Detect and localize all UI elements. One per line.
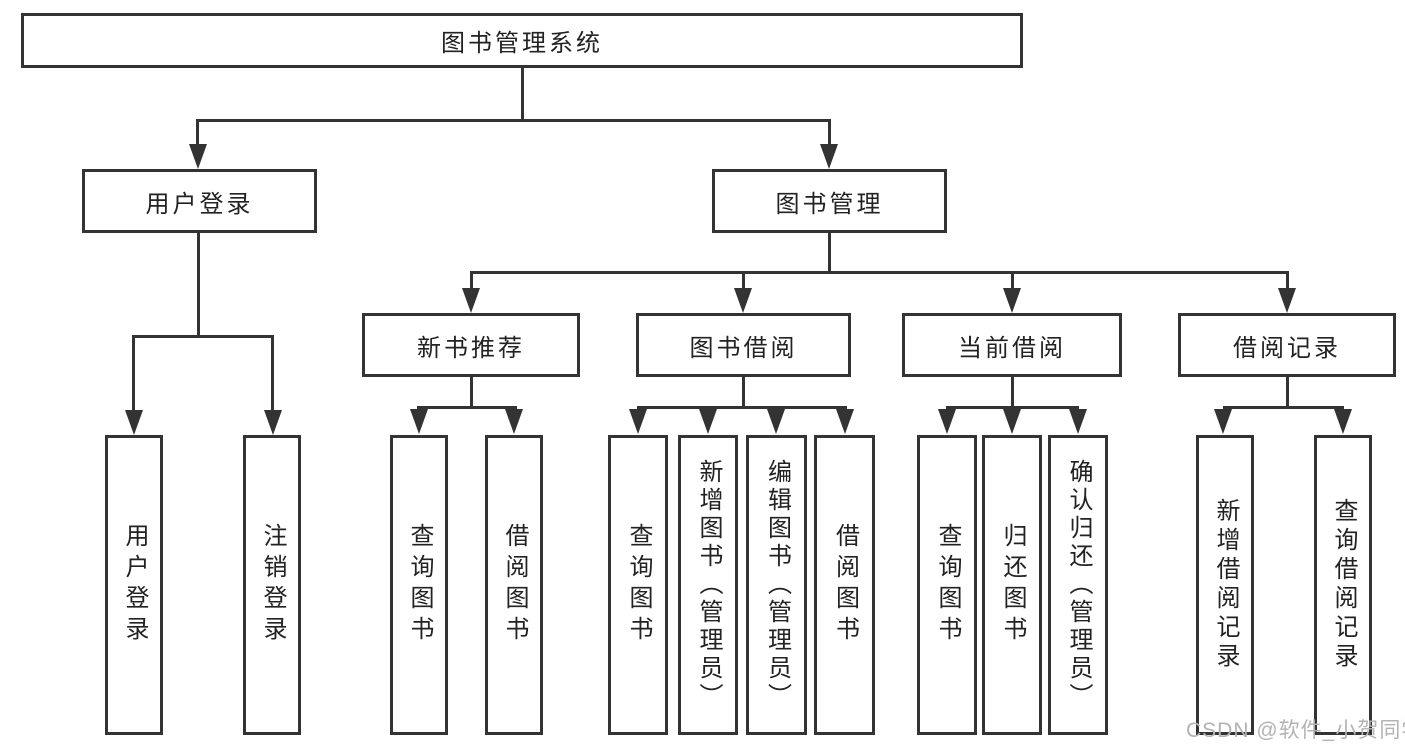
leaf-borrow-add-admin: 新增图书（管理员）	[678, 435, 738, 735]
edge-root-stem	[521, 68, 524, 120]
leaf-records-query: 查询借阅记录	[1314, 435, 1372, 735]
arrowhead-current-confirm	[1069, 409, 1087, 434]
arrowhead-book-mgmt	[820, 144, 838, 169]
node-book-borrow: 图书借阅	[636, 313, 851, 377]
edge-records-splitter	[1223, 406, 1344, 409]
leaf-borrow-add-admin-label: 新增图书（管理员）	[695, 459, 722, 711]
leaf-logout-label: 注销登录	[259, 523, 286, 647]
arrowhead-borrow-records	[1278, 288, 1296, 313]
edge-to-leaf-user-login	[132, 335, 135, 410]
leaf-current-confirm-admin: 确认归还（管理员）	[1048, 435, 1108, 735]
edge-new-books-stem	[470, 377, 473, 409]
arrowhead-leaf-logout	[264, 410, 282, 435]
arrowhead-current-return	[1003, 409, 1021, 434]
edge-root-to-book-mgmt	[828, 119, 831, 147]
node-new-books-label: 新书推荐	[417, 334, 525, 362]
edge-root-splitter	[197, 119, 831, 122]
arrowhead-records-add	[1214, 409, 1232, 434]
edge-book-mgmt-stem	[828, 233, 831, 274]
edge-to-new-books	[470, 271, 473, 288]
csdn-watermark: CSDN @软件_小贺同学	[1186, 719, 1405, 742]
edge-root-to-user-login	[196, 119, 199, 147]
node-borrow-records: 借阅记录	[1178, 313, 1396, 377]
edge-user-login-splitter	[132, 335, 274, 338]
leaf-newbooks-query: 查询图书	[390, 435, 448, 735]
leaf-logout: 注销登录	[243, 435, 301, 735]
node-user-login-branch-label: 用户登录	[145, 190, 254, 218]
leaf-newbooks-borrow: 借阅图书	[485, 435, 543, 735]
arrowhead-newbooks-borrow	[505, 409, 523, 434]
arrowhead-borrow-edit	[767, 409, 785, 434]
edge-to-leaf-logout	[271, 335, 274, 410]
leaf-current-confirm-admin-label: 确认归还（管理员）	[1065, 459, 1092, 711]
leaf-records-add-label: 新增借阅记录	[1212, 498, 1239, 672]
edge-book-borrow-stem	[742, 377, 745, 409]
leaf-records-query-label: 查询借阅记录	[1330, 498, 1357, 672]
node-root: 图书管理系统	[21, 13, 1023, 68]
arrowhead-records-query	[1334, 409, 1352, 434]
leaf-user-login: 用户登录	[105, 435, 163, 735]
leaf-newbooks-query-label: 查询图书	[406, 523, 433, 647]
node-new-books: 新书推荐	[362, 313, 580, 377]
edge-new-books-splitter	[417, 406, 517, 409]
leaf-current-query: 查询图书	[917, 435, 977, 735]
node-root-label: 图书管理系统	[441, 30, 603, 57]
arrowhead-leaf-user-login	[125, 410, 143, 435]
node-book-borrow-label: 图书借阅	[689, 334, 798, 362]
leaf-records-add: 新增借阅记录	[1196, 435, 1254, 735]
arrowhead-borrow-query	[629, 409, 647, 434]
edge-current-splitter	[946, 406, 1079, 409]
edge-user-login-stem	[197, 233, 200, 338]
arrowhead-newbooks-query	[410, 409, 428, 434]
leaf-user-login-label: 用户登录	[121, 523, 148, 647]
node-borrow-records-label: 借阅记录	[1233, 334, 1341, 362]
node-current-borrow-label: 当前借阅	[958, 334, 1066, 362]
leaf-borrow-edit-admin-label: 编辑图书（管理员）	[763, 459, 791, 711]
edge-to-borrow-records	[1286, 271, 1289, 288]
edge-to-current-borrow	[1011, 271, 1014, 288]
leaf-borrow-edit-admin: 编辑图书（管理员）	[746, 435, 807, 735]
arrowhead-user-login	[189, 144, 207, 169]
arrowhead-book-borrow	[734, 288, 752, 313]
edge-to-book-borrow	[742, 271, 745, 288]
node-book-mgmt-branch-label: 图书管理	[775, 190, 884, 218]
leaf-borrow-query: 查询图书	[608, 435, 668, 735]
arrowhead-borrow-add	[699, 409, 717, 434]
leaf-borrow-borrow: 借阅图书	[814, 435, 875, 735]
arrowhead-new-books	[462, 288, 480, 313]
node-user-login-branch: 用户登录	[82, 169, 317, 233]
leaf-borrow-query-label: 查询图书	[625, 523, 652, 647]
leaf-current-query-label: 查询图书	[934, 523, 961, 647]
leaf-current-return: 归还图书	[982, 435, 1042, 735]
edge-book-mgmt-splitter	[471, 271, 1288, 274]
node-current-borrow: 当前借阅	[902, 313, 1122, 377]
arrowhead-borrow-borrow	[836, 409, 854, 434]
arrowhead-current-borrow	[1003, 288, 1021, 313]
arrowhead-current-query	[938, 409, 956, 434]
node-book-mgmt-branch: 图书管理	[712, 169, 947, 233]
leaf-current-return-label: 归还图书	[999, 523, 1026, 647]
edge-records-stem	[1286, 377, 1289, 409]
leaf-borrow-borrow-label: 借阅图书	[831, 523, 859, 647]
edge-book-borrow-splitter	[637, 406, 847, 409]
leaf-newbooks-borrow-label: 借阅图书	[501, 523, 528, 647]
edge-current-stem	[1011, 377, 1014, 409]
